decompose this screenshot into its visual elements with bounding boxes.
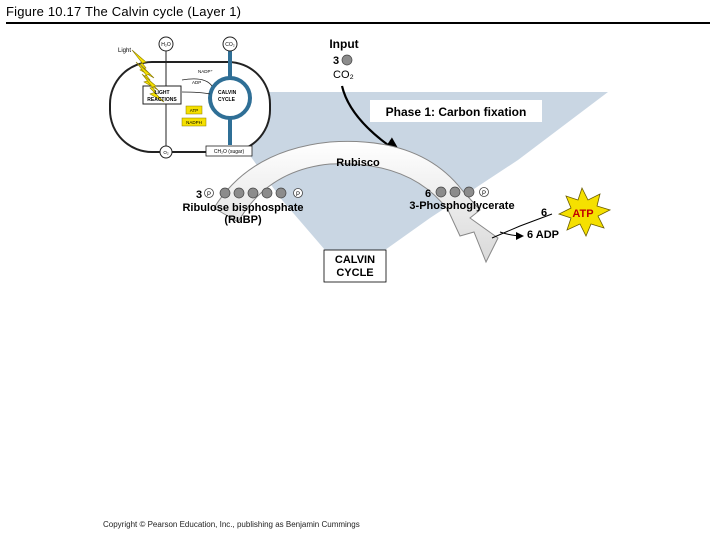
calvin-cycle-line2: CYCLE [336,267,373,279]
input-co2-count: 3 [333,55,339,67]
chloroplast-inset [109,36,271,159]
input-heading: Input [329,37,358,51]
inset-co2-label: CO₂ [225,42,235,48]
calvin-cycle-line1: CALVIN [335,254,375,266]
pga-count: 6 [425,188,431,200]
phase-label-box [370,100,542,122]
rubp-molecule [204,187,303,199]
inset-light-label: Light [118,48,131,54]
pga-name: 3-Phosphoglycerate [409,200,514,212]
inset-calvin-line2: CYCLE [218,97,236,103]
inset-nadp-label: NADP⁺ [198,69,214,74]
rubp-phosphate-right: P [296,192,300,198]
input-co2-label: CO₂ [333,69,354,81]
pga-phosphate: P [482,191,486,197]
inset-light-reactions-line2: REACTIONS [147,97,177,103]
inset-h2o-label: H₂O [161,42,171,48]
copyright-footer: Copyright © Pearson Education, Inc., pub… [103,520,360,529]
adp-arrow [499,231,524,240]
phase-1-label: Phase 1: Carbon fixation [386,105,527,119]
cycle-arrow-band [213,140,499,264]
inset-calvin-line1: CALVIN [218,90,237,96]
page-title: Figure 10.17 The Calvin cycle (Layer 1) [6,4,242,19]
rubp-name: Ribulose bisphosphate [182,202,303,214]
rubisco-label: Rubisco [336,157,380,169]
inset-sugar-label: CH₂O (sugar) [214,149,245,155]
atp-count: 6 [541,207,547,219]
inset-o2-label: O₂ [163,150,169,155]
inset-light-reactions-line1: LIGHT [155,90,170,96]
atp-link-line [491,213,553,239]
adp-label: 6 ADP [527,229,559,241]
pga-molecule [435,186,489,198]
atp-label: ATP [572,208,593,220]
atp-burst [557,186,612,237]
inset-nadph-label: NADPH [186,120,202,125]
co2-molecule [341,54,353,66]
rubp-phosphate-left: P [207,192,211,198]
inset-adp-label: ADP [192,80,201,85]
rubp-abbr: (RuBP) [224,214,262,226]
inset-atp-label: ATP [190,108,198,113]
rubp-count: 3 [196,189,202,201]
title-divider [6,22,710,24]
calvin-cycle-box [323,249,387,283]
